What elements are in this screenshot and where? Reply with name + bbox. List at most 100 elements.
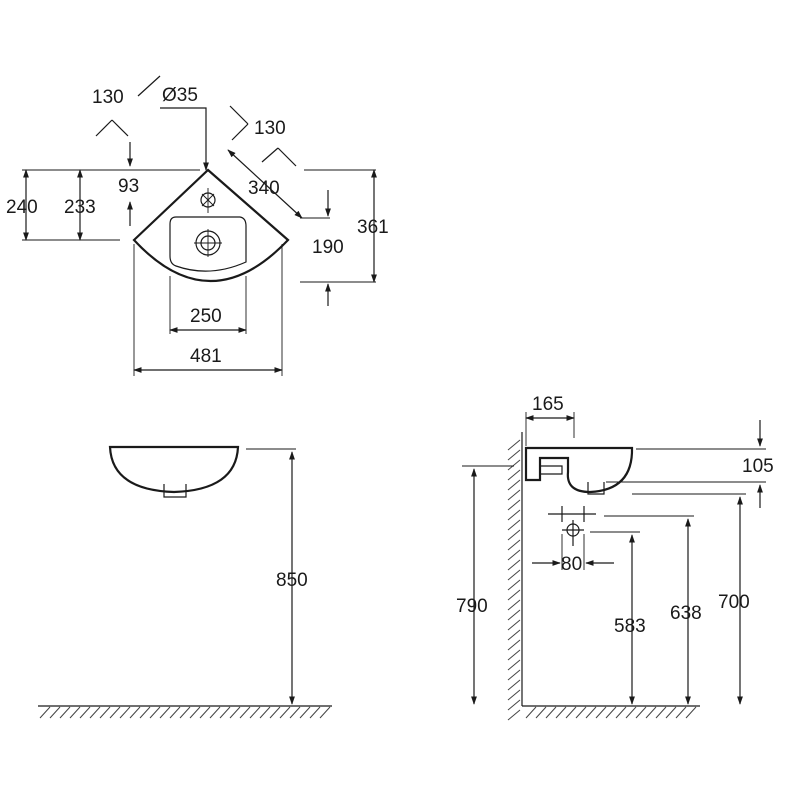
hatch-mark xyxy=(645,706,657,719)
label-d340: 340 xyxy=(248,178,280,199)
hatch-mark xyxy=(109,706,121,719)
side-drain-stub xyxy=(587,482,605,495)
hatch-mark xyxy=(555,706,567,719)
label-d130-left: 130 xyxy=(92,87,124,108)
hatch-mark xyxy=(169,706,181,719)
hatch-mark xyxy=(615,706,627,719)
hatch-mark xyxy=(507,509,521,521)
hatch-mark xyxy=(635,706,647,719)
label-d583: 583 xyxy=(614,616,646,637)
label-d240: 240 xyxy=(6,197,38,218)
label-d850: 850 xyxy=(276,570,308,591)
hatch-mark xyxy=(507,479,521,491)
hatch-mark xyxy=(149,706,161,719)
floor-hatch-front xyxy=(39,706,331,719)
hatch-mark xyxy=(49,706,61,719)
hatch-mark xyxy=(59,706,71,719)
hatch-mark xyxy=(545,706,557,719)
hatch-mark xyxy=(309,706,321,719)
hatch-mark xyxy=(507,559,521,571)
side-bracket xyxy=(540,465,563,475)
hatch-mark xyxy=(69,706,81,719)
hatch-mark xyxy=(585,706,597,719)
hatch-mark xyxy=(259,706,271,719)
hatch-mark xyxy=(319,706,331,719)
hatch-mark xyxy=(507,659,521,671)
hatch-mark xyxy=(665,706,677,719)
label-d481: 481 xyxy=(190,346,222,367)
hatch-mark xyxy=(507,529,521,541)
floor-hatch-side xyxy=(525,706,697,719)
label-d130-right: 130 xyxy=(254,118,286,139)
hatch-mark xyxy=(79,706,91,719)
hatch-mark xyxy=(507,519,521,531)
hatch-mark xyxy=(269,706,281,719)
hatch-mark xyxy=(219,706,231,719)
hatch-mark xyxy=(507,459,521,471)
hatch-mark xyxy=(507,679,521,691)
hatch-mark xyxy=(189,706,201,719)
hatch-mark xyxy=(595,706,607,719)
hatch-mark xyxy=(685,706,697,719)
hatch-mark xyxy=(507,609,521,621)
wall-hatch xyxy=(507,439,521,721)
hatch-mark xyxy=(535,706,547,719)
hatch-mark xyxy=(507,599,521,611)
hatch-mark xyxy=(625,706,637,719)
hatch-mark xyxy=(575,706,587,719)
hatch-mark xyxy=(565,706,577,719)
drain-icon xyxy=(194,229,222,257)
hatch-mark xyxy=(89,706,101,719)
label-d361: 361 xyxy=(357,217,389,238)
hatch-mark xyxy=(299,706,311,719)
hatch-mark xyxy=(159,706,171,719)
label-d80: 80 xyxy=(561,554,582,575)
label-d165: 165 xyxy=(532,394,564,415)
label-d105: 105 xyxy=(742,456,774,477)
hatch-mark xyxy=(507,449,521,461)
hatch-mark xyxy=(525,706,537,719)
tap-hole-icon xyxy=(200,188,216,213)
basin-outline-top xyxy=(132,168,290,282)
label-d190: 190 xyxy=(312,237,344,258)
hatch-mark xyxy=(249,706,261,719)
label-d233: 233 xyxy=(64,197,96,218)
front-view: 850 xyxy=(38,445,332,719)
hatch-mark xyxy=(119,706,131,719)
hatch-mark xyxy=(507,639,521,651)
hatch-mark xyxy=(507,469,521,481)
hatch-mark xyxy=(507,629,521,641)
hatch-mark xyxy=(139,706,151,719)
hatch-mark xyxy=(507,649,521,661)
label-d638: 638 xyxy=(670,603,702,624)
hatch-mark xyxy=(507,489,521,501)
hatch-mark xyxy=(279,706,291,719)
hatch-mark xyxy=(507,499,521,511)
hatch-mark xyxy=(507,669,521,681)
hatch-mark xyxy=(675,706,687,719)
hatch-mark xyxy=(229,706,241,719)
basin-outline-side xyxy=(524,446,634,494)
hatch-mark xyxy=(239,706,251,719)
hatch-mark xyxy=(507,709,521,721)
valve-icon xyxy=(548,506,596,546)
hatch-mark xyxy=(129,706,141,719)
hatch-mark xyxy=(507,689,521,701)
hatch-mark xyxy=(507,569,521,581)
hatch-mark xyxy=(179,706,191,719)
label-d35: Ø35 xyxy=(162,85,198,106)
front-drain-stub xyxy=(163,484,187,498)
top-view: Ø35 130 130 93 340 240 233 361 xyxy=(6,75,389,376)
hatch-mark xyxy=(209,706,221,719)
basin-outline-front xyxy=(108,445,240,494)
hatch-mark xyxy=(289,706,301,719)
hatch-mark xyxy=(507,699,521,711)
hatch-mark xyxy=(507,619,521,631)
hatch-mark xyxy=(655,706,667,719)
label-d93: 93 xyxy=(118,176,139,197)
hatch-mark xyxy=(99,706,111,719)
hatch-mark xyxy=(605,706,617,719)
label-d250: 250 xyxy=(190,306,222,327)
hatch-mark xyxy=(507,439,521,451)
